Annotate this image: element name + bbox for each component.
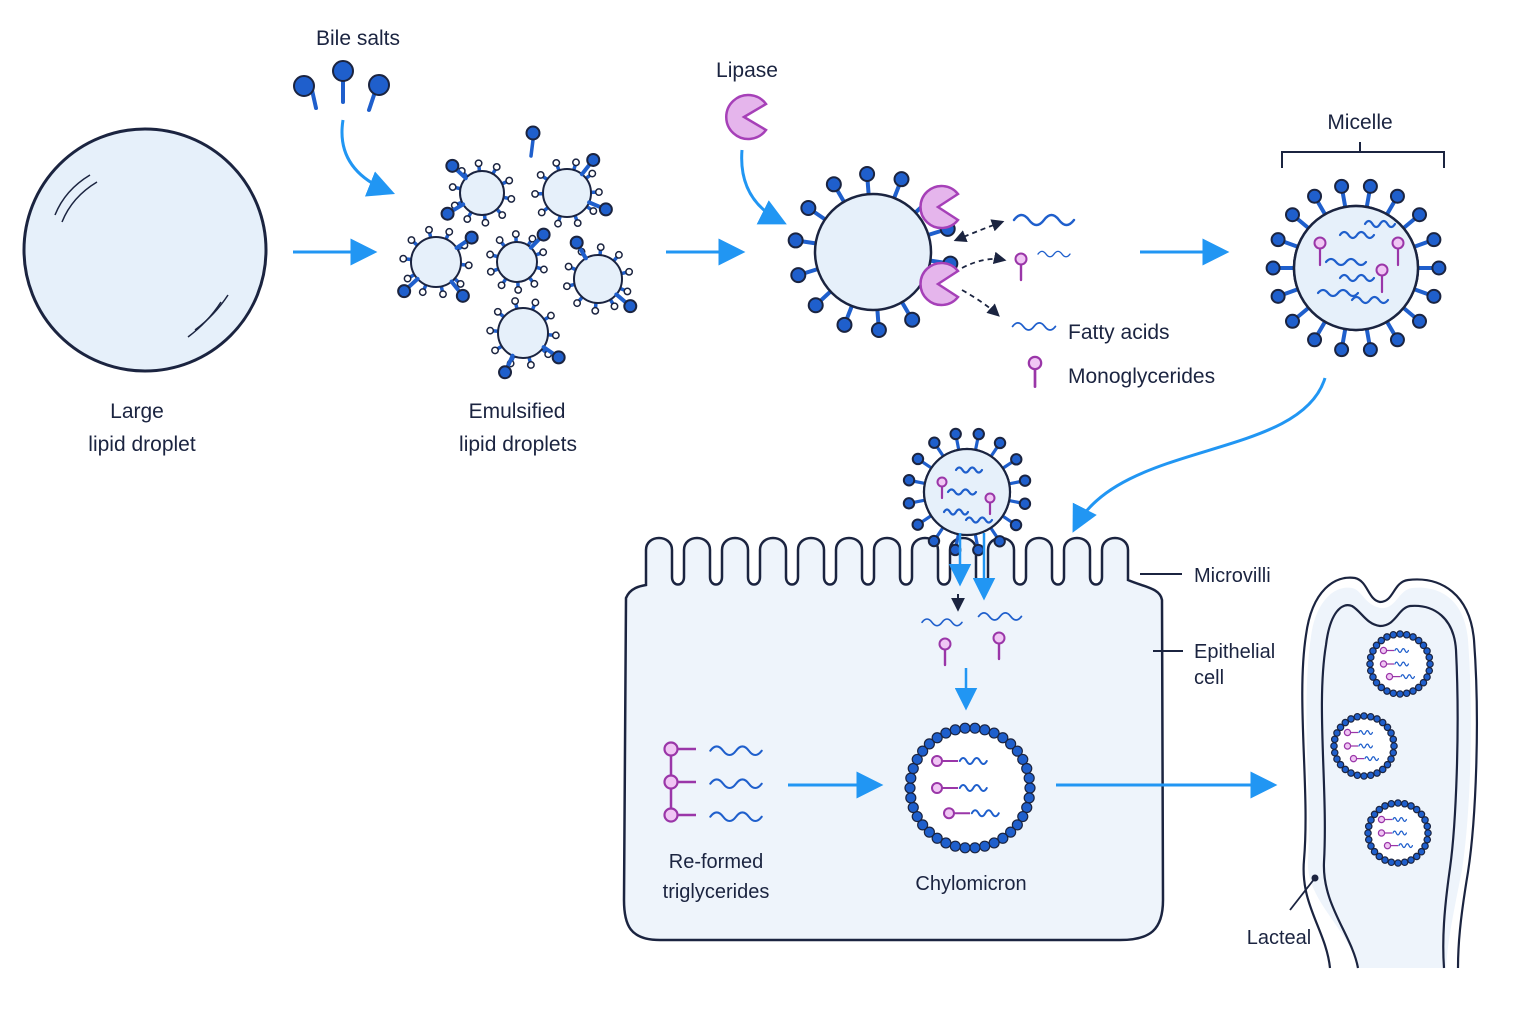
droplet-with-lipase (787, 166, 959, 338)
arrow-bile-to-droplets (340, 119, 396, 197)
lipase-label: Lipase (716, 59, 778, 82)
fatty-acid-icon (1012, 213, 1076, 227)
lacteal (1301, 576, 1478, 969)
micelle-label: Micelle (1327, 111, 1392, 134)
monoglyceride-icon (1014, 252, 1028, 282)
epithelial-label-line2: cell (1194, 667, 1224, 689)
arrow-micelle-to-microvilli (1072, 377, 1327, 533)
micelle-bracket (1281, 142, 1445, 168)
lipase-enzyme-upper (919, 184, 960, 230)
release-arrow-1 (953, 219, 1005, 242)
large-droplet-label-line2: lipid droplet (88, 433, 196, 456)
epithelial-cell (622, 536, 1165, 942)
monoglycerides-label: Monoglycerides (1068, 365, 1215, 388)
microvilli-label: Microvilli (1194, 565, 1271, 587)
lacteal-chylomicrons (1330, 630, 1434, 867)
chylomicron-label: Chylomicron (915, 873, 1026, 895)
lacteal-pointer (1289, 877, 1316, 911)
emulsified-label-line1: Emulsified (469, 400, 566, 423)
bile-salt-icon (293, 60, 390, 112)
bile-salts-label: Bile salts (316, 27, 400, 50)
chylomicron (904, 722, 1036, 854)
fatty-acid-legend-icon (1011, 321, 1057, 331)
monoglyceride-legend-icon (1027, 355, 1043, 389)
micelle-at-microvilli (902, 427, 1032, 557)
arrow-lipase-to-droplet (740, 149, 787, 225)
lipase-pacman-icon (725, 93, 768, 141)
large-droplet-label-line1: Large (110, 400, 164, 423)
reformed-label-line2: triglycerides (663, 881, 770, 903)
large-lipid-droplet (22, 127, 268, 373)
release-arrow-2 (961, 251, 1007, 269)
reformed-triglyceride-icon (663, 741, 763, 823)
fatty-acid-icon (1037, 250, 1071, 258)
micelle (1265, 178, 1447, 358)
release-arrow-3 (961, 289, 1000, 317)
reformed-label-line1: Re-formed (669, 851, 763, 873)
lacteal-label: Lacteal (1247, 927, 1312, 949)
emulsified-droplets (397, 125, 638, 380)
epithelial-label-line1: Epithelial (1194, 641, 1275, 663)
lipase-enzyme-lower (919, 261, 960, 307)
emulsified-label-line2: lipid droplets (459, 433, 577, 456)
fatty-acids-label: Fatty acids (1068, 321, 1170, 344)
